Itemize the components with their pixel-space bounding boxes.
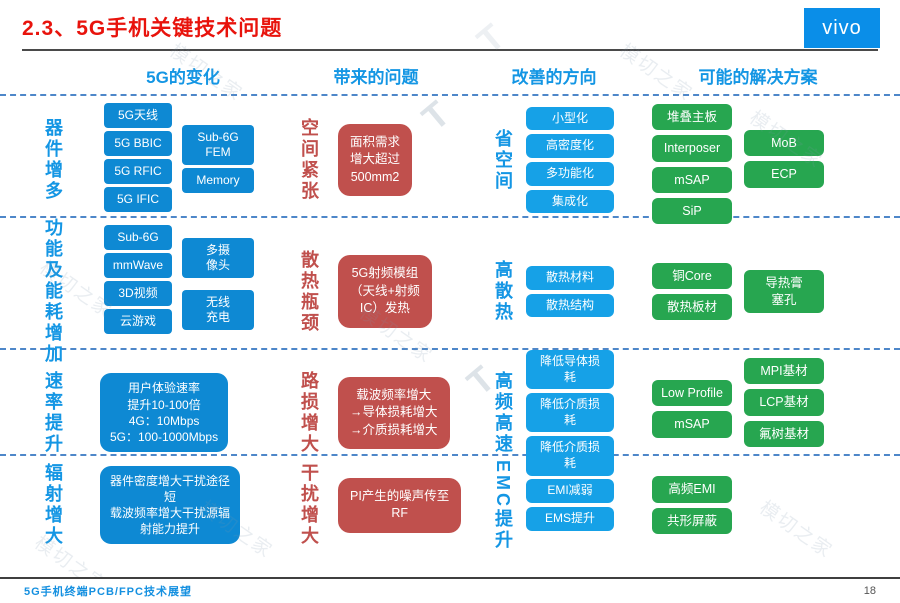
change-box: 5G RFIC [104,159,172,184]
change-box: mmWave [104,253,172,278]
change-box: 5G天线 [104,103,172,128]
direction-box: 高密度化 [526,134,614,158]
solution-box: 堆叠主板 [652,104,732,131]
column-header-changes: 5G的变化 [146,68,220,87]
direction-box: EMS提升 [526,507,614,531]
solution-box: Low Profile [652,380,732,407]
change-box: 器件密度增大干扰途径 短 载波频率增大干扰源辐 射能力提升 [100,465,241,545]
change-box: Sub-6G FEM [182,125,254,165]
change-box: Memory [182,168,254,193]
solution-box: Interposer [652,135,732,162]
solution-box: 氟树基材 [744,420,824,447]
problem-box: 面积需求 增大超过 500mm2 [338,123,413,197]
solution-box: LCP基材 [744,389,824,416]
change-box: 无线 充电 [182,290,254,330]
footer-title: 5G手机终端PCB/FPC技术展望 [24,586,192,598]
solution-box: 散热板材 [652,294,732,321]
solution-box: mSAP [652,166,732,193]
row-label: 辐射增大 [43,463,63,547]
change-box: 5G BBIC [104,131,172,156]
row-label: 速率提升 [43,370,63,455]
solution-box: 铜Core [652,262,732,289]
column-headers: 5G的变化 带来的问题 改善的方向 可能的解决方案 [0,63,900,94]
direction-label: 高散热 [493,260,513,323]
change-box: Sub-6G [104,225,172,250]
problem-box: 载波频率增大 →导体损耗增大 →介质损耗增大 [338,376,450,450]
direction-box: 集成化 [526,189,614,214]
direction-box: 散热材料 [526,265,614,290]
title-divider [22,49,878,51]
vivo-logo: vivo [804,8,880,48]
footer: 5G手机终端PCB/FPC技术展望 18 [0,577,900,603]
direction-label: 高频高速 [493,370,513,455]
change-box: 5G IFIC [104,187,172,212]
problem-label: 散热瓶颈 [299,249,319,334]
solution-box: ECP [744,161,824,188]
matrix-row-devices: 器件增多 5G天线 5G BBIC 5G RFIC 5G IFIC Sub-6G… [0,94,900,224]
matrix-row-power: 功能及能耗增加 Sub-6G mmWave 3D视频 云游戏 多摄 像头 无线 … [0,216,900,365]
row-label: 器件增多 [43,118,63,202]
page-title: 2.3、5G手机关键技术问题 [22,17,283,40]
solution-box: 导热膏 塞孔 [744,270,824,313]
column-header-directions: 改善的方向 [511,68,597,87]
direction-box: 多功能化 [526,162,614,186]
direction-label: EMC提升 [493,459,513,551]
solution-box: MPI基材 [744,358,824,385]
direction-box: 降低介质损耗 [526,393,614,433]
direction-box: 降低介质损耗 [526,436,614,476]
solution-box: MoB [744,130,824,157]
problem-label: 空间紧张 [299,118,319,202]
solution-box: SiP [652,197,732,224]
solution-box: 高频EMI [652,476,732,503]
matrix-row-radiation: 辐射增大 器件密度增大干扰途径 短 载波频率增大干扰源辐 射能力提升 干扰增大 … [0,454,900,554]
problem-box: PI产生的噪声传至 RF [338,477,462,533]
change-box: 3D视频 [104,281,172,306]
problem-label: 路损增大 [299,370,319,455]
column-header-solutions: 可能的解决方案 [698,68,818,87]
solution-box: mSAP [652,411,732,438]
change-box: 用户体验速率 提升10-100倍 4G：10Mbps 5G：100-1000Mb… [100,373,229,453]
direction-label: 省空间 [493,128,513,192]
top-bar: 2.3、5G手机关键技术问题 [0,0,900,51]
matrix-row-speed: 速率提升 用户体验速率 提升10-100倍 4G：10Mbps 5G：100-1… [0,348,900,476]
direction-box: 小型化 [526,106,614,131]
problem-box: 5G射频模组 （天线+射频 IC）发热 [338,255,432,328]
change-box: 多摄 像头 [182,238,254,278]
column-header-problems: 带来的问题 [333,68,419,87]
direction-box: 散热结构 [526,293,614,318]
direction-box: 降低导体损耗 [526,350,614,390]
row-label: 功能及能耗增加 [43,218,63,365]
page-number: 18 [863,585,876,597]
problem-label: 干扰增大 [299,463,319,547]
solution-box: 共形屏蔽 [652,507,732,534]
change-box: 云游戏 [104,309,172,334]
direction-box: EMI减弱 [526,479,614,503]
